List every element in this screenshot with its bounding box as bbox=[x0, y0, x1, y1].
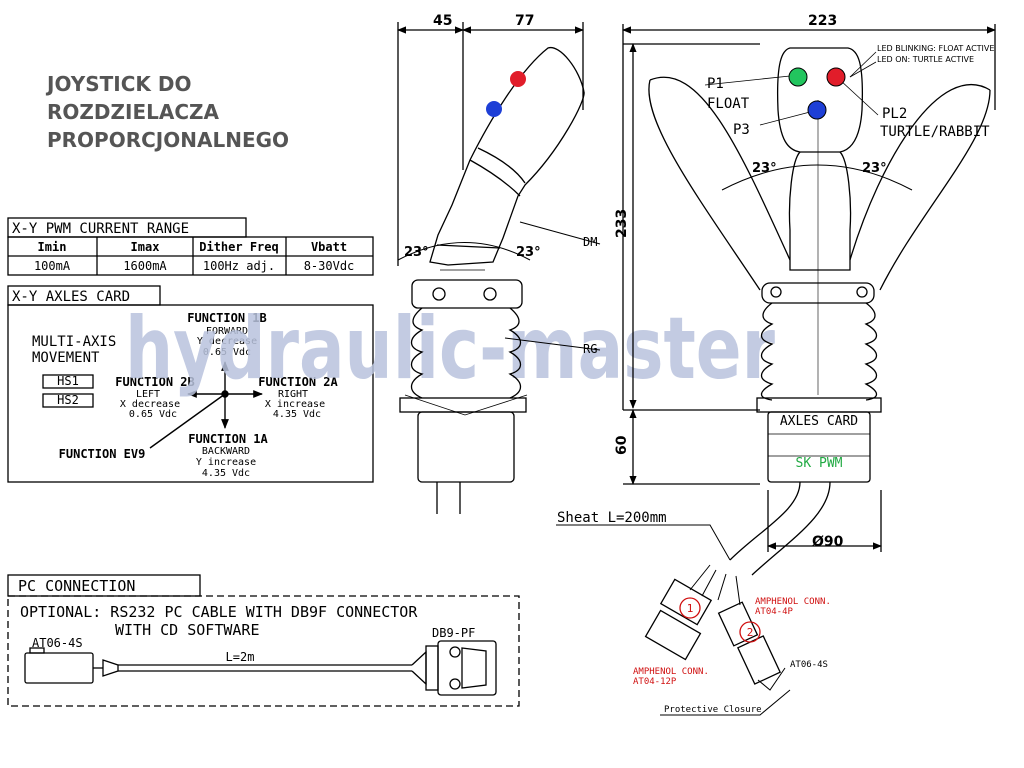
axles-card-label: AXLES CARD bbox=[780, 414, 858, 429]
pc-optional-line1: OPTIONAL: RS232 PC CABLE WITH DB9F CONNE… bbox=[20, 603, 418, 621]
multi-axis-line2: MOVEMENT bbox=[32, 350, 100, 366]
front-angle-right: 23° bbox=[862, 161, 887, 176]
function-1a-volt: 4.35 Vdc bbox=[202, 468, 250, 479]
side-blue-button bbox=[486, 101, 502, 117]
function-1b-change: Y decrease bbox=[197, 336, 257, 347]
function-1b: FUNCTION 1B bbox=[187, 311, 266, 325]
front-view bbox=[556, 24, 996, 716]
axes-card-frame bbox=[7, 285, 374, 483]
connector-number-1: 1 bbox=[687, 602, 694, 615]
side-label-rg: RG bbox=[583, 342, 597, 356]
front-dim-base: 60 bbox=[614, 435, 630, 455]
label-pl2: PL2 bbox=[882, 106, 907, 122]
front-dim-height: 233 bbox=[614, 209, 630, 238]
pc-right-connector-label: DB9-PF bbox=[432, 626, 475, 640]
side-dim-left: 45 bbox=[433, 13, 452, 29]
pc-cable-length: L=2m bbox=[226, 650, 255, 664]
side-angle-left: 23° bbox=[404, 245, 429, 260]
led-on-note: LED ON: TURTLE ACTIVE bbox=[877, 55, 974, 64]
function-1a-dir: BACKWARD bbox=[202, 446, 250, 457]
pc-connection-frame bbox=[7, 574, 520, 707]
function-2a-change: X increase bbox=[265, 399, 325, 410]
side-view bbox=[397, 22, 601, 514]
function-2b: FUNCTION 2B bbox=[115, 375, 194, 389]
function-1b-dir: FORWARD bbox=[206, 326, 248, 337]
function-1b-volt: 0.65 Vdc bbox=[203, 347, 251, 358]
function-2a-dir: RIGHT bbox=[278, 389, 308, 400]
front-green-button bbox=[788, 67, 808, 87]
pwm-current-table bbox=[7, 217, 374, 276]
pc-cable-drawing bbox=[24, 640, 497, 696]
side-angle-right: 23° bbox=[516, 245, 541, 260]
led-blinking-note: LED BLINKING: FLOAT ACTIVE bbox=[877, 44, 994, 53]
front-dim-diameter: Ø90 bbox=[812, 534, 844, 550]
title-line-2: ROZDZIELACZA bbox=[47, 100, 219, 124]
pwm-header-vbatt: Vbatt bbox=[311, 240, 347, 254]
axes-card-title: X-Y AXLES CARD bbox=[12, 289, 130, 305]
amphenol-12p-line2: AT04-12P bbox=[633, 677, 677, 687]
amphenol-4p-line1: AMPHENOL CONN. bbox=[755, 597, 831, 607]
front-angle-left: 23° bbox=[752, 161, 777, 176]
pwm-cell-vbatt: 8-30Vdc bbox=[304, 259, 355, 273]
switch-hs1: HS1 bbox=[57, 374, 79, 388]
label-float: FLOAT bbox=[707, 96, 750, 112]
side-dim-right: 77 bbox=[515, 13, 534, 29]
function-2a: FUNCTION 2A bbox=[258, 375, 338, 389]
function-ev9: FUNCTION EV9 bbox=[59, 447, 146, 461]
sheat-label: Sheat L=200mm bbox=[557, 510, 667, 526]
amphenol-4p-line2: AT04-4P bbox=[755, 607, 794, 617]
label-p3: P3 bbox=[733, 122, 750, 138]
function-2a-volt: 4.35 Vdc bbox=[273, 409, 321, 420]
protective-closure-label: Protective Closure bbox=[664, 705, 762, 715]
pc-connection-title: PC CONNECTION bbox=[18, 577, 135, 595]
pwm-header-imin: Imin bbox=[38, 240, 67, 254]
document-title: JOYSTICK DO ROZDZIELACZA PROPORCJONALNEG… bbox=[47, 70, 289, 154]
watermark-text: hydraulic-master bbox=[125, 299, 775, 399]
front-red-button bbox=[826, 67, 846, 87]
sk-pwm-label: SK PWM bbox=[796, 456, 843, 471]
function-2b-volt: 0.65 Vdc bbox=[129, 409, 177, 420]
pwm-table-title: X-Y PWM CURRENT RANGE bbox=[12, 221, 189, 237]
title-line-1: JOYSTICK DO bbox=[47, 72, 192, 96]
label-turtle-rabbit: TURTLE/RABBIT bbox=[880, 124, 990, 140]
title-line-3: PROPORCJONALNEGO bbox=[47, 128, 290, 152]
pc-optional-line2: WITH CD SOFTWARE bbox=[115, 621, 260, 639]
pwm-cell-imin: 100mA bbox=[34, 259, 71, 273]
switch-hs2: HS2 bbox=[57, 393, 79, 407]
pwm-cell-imax: 1600mA bbox=[123, 259, 167, 273]
function-1a-change: Y increase bbox=[196, 457, 256, 468]
amphenol-12p-line1: AMPHENOL CONN. bbox=[633, 667, 709, 677]
watermark: hydraulic-master bbox=[125, 299, 775, 399]
function-2b-change: X decrease bbox=[120, 399, 180, 410]
axis-cross bbox=[149, 361, 263, 449]
side-red-button bbox=[510, 71, 526, 87]
front-dim-width: 223 bbox=[808, 13, 837, 29]
connector-number-2: 2 bbox=[747, 626, 754, 639]
pwm-header-imax: Imax bbox=[131, 240, 160, 254]
side-label-dm: DM bbox=[583, 235, 597, 249]
label-p1: P1 bbox=[707, 76, 724, 92]
pwm-header-dither: Dither Freq bbox=[199, 240, 278, 254]
pwm-cell-dither: 100Hz adj. bbox=[203, 259, 275, 273]
at06-connector-label: AT06-4S bbox=[790, 660, 828, 670]
pc-left-connector-label: AT06-4S bbox=[32, 636, 83, 650]
front-blue-button bbox=[807, 100, 827, 120]
multi-axis-line1: MULTI-AXIS bbox=[32, 334, 116, 350]
function-2b-dir: LEFT bbox=[136, 389, 160, 400]
function-1a: FUNCTION 1A bbox=[188, 432, 268, 446]
